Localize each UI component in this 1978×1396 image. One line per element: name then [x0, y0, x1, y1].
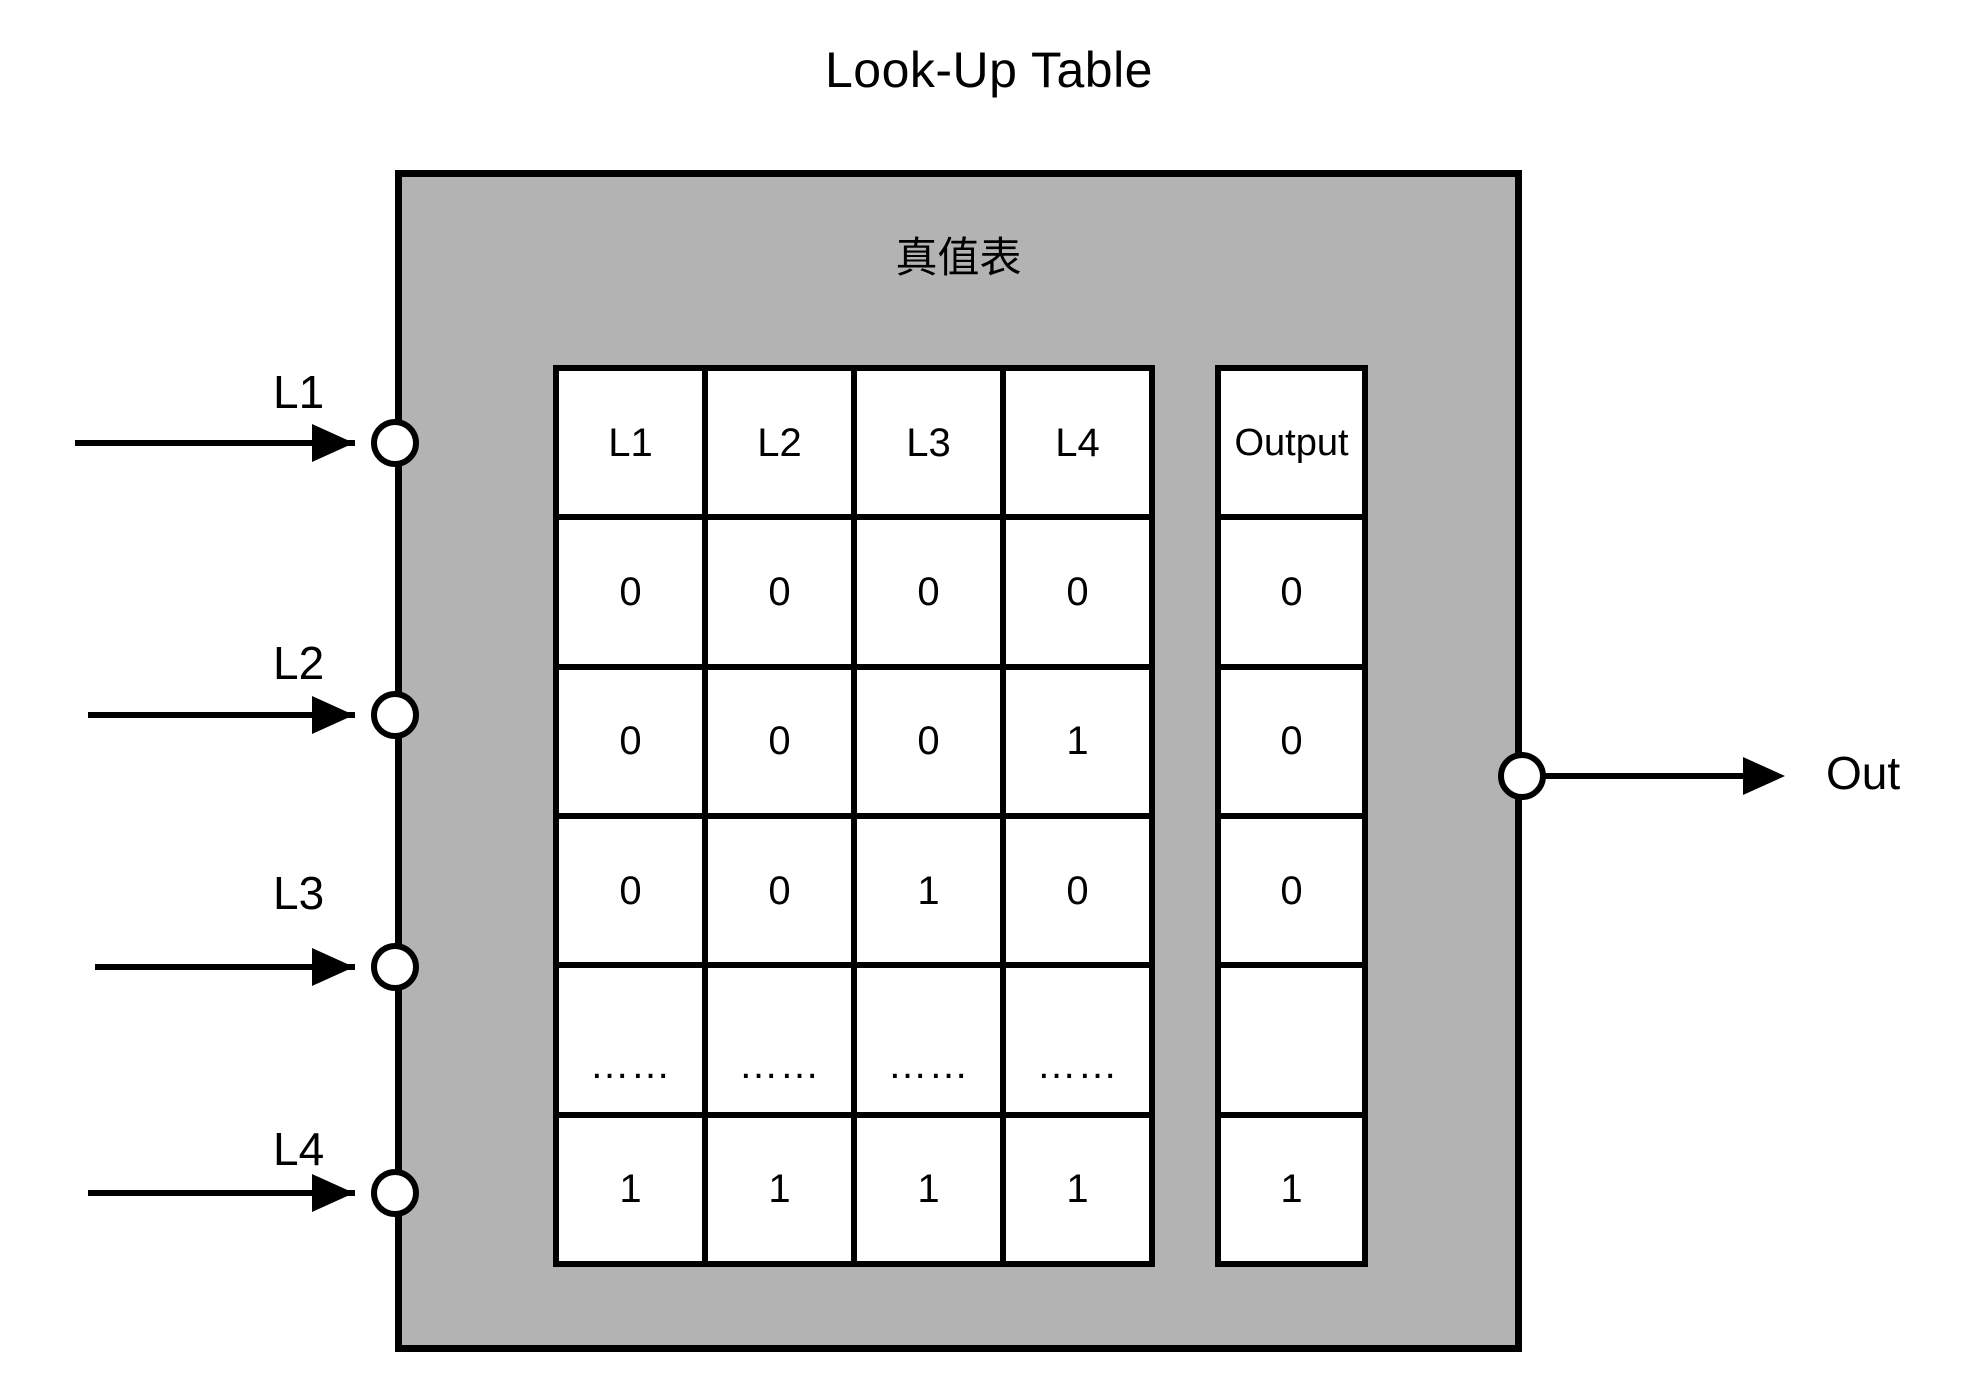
input-pin-l1[interactable] — [371, 419, 419, 467]
table-header-row: L1 L2 L3 L4 — [559, 371, 1149, 521]
column-header-l2: L2 — [708, 371, 857, 515]
input-label-l2: L2 — [273, 637, 325, 689]
output-wire — [1544, 773, 1774, 779]
cell-r3-c2: …… — [857, 968, 1006, 1112]
truth-table-inputs: L1 L2 L3 L4 0 0 0 0 0 0 0 1 0 0 1 0 — [553, 365, 1155, 1267]
table-row-ellipsis: …… …… …… …… — [559, 968, 1149, 1118]
cell-r3-c1: …… — [708, 968, 857, 1112]
column-header-output: Output — [1221, 371, 1362, 521]
table-row: 1 1 1 1 — [559, 1117, 1149, 1261]
output-pin-out[interactable] — [1498, 752, 1546, 800]
cell-r1-c1: 0 — [708, 669, 857, 813]
lut-caption: 真值表 — [895, 234, 1022, 281]
column-header-l1: L1 — [559, 371, 708, 515]
cell-r4-c0: 1 — [559, 1117, 708, 1261]
table-row: 0 0 1 0 — [559, 818, 1149, 969]
cell-r2-c0: 0 — [559, 818, 708, 963]
cell-r0-c2: 0 — [857, 520, 1006, 664]
truth-table: L1 L2 L3 L4 0 0 0 0 0 0 0 1 0 0 1 0 — [553, 365, 1368, 1267]
cell-r4-c1: 1 — [708, 1117, 857, 1261]
arrow-right-icon — [1743, 757, 1785, 795]
output-cell-r3 — [1221, 968, 1362, 1118]
input-wire-l3 — [95, 964, 355, 970]
page-title: Look-Up Table — [824, 42, 1153, 98]
output-label-out: Out — [1826, 747, 1901, 799]
cell-r2-c3: 0 — [1006, 818, 1149, 963]
output-cell-r1: 0 — [1221, 669, 1362, 819]
input-pin-l4[interactable] — [371, 1169, 419, 1217]
output-cell-r4: 1 — [1221, 1117, 1362, 1261]
input-wire-l2 — [88, 712, 355, 718]
cell-r0-c3: 0 — [1006, 520, 1149, 664]
input-wire-l1 — [75, 440, 355, 446]
cell-r0-c1: 0 — [708, 520, 857, 664]
cell-r2-c2: 1 — [857, 818, 1006, 963]
output-cell-r0: 0 — [1221, 520, 1362, 670]
column-header-l3: L3 — [857, 371, 1006, 515]
table-row: 0 0 0 0 — [559, 520, 1149, 670]
cell-r1-c0: 0 — [559, 669, 708, 813]
output-cell-r2: 0 — [1221, 818, 1362, 969]
cell-r4-c2: 1 — [857, 1117, 1006, 1261]
truth-table-output-column: Output 0 0 0 1 — [1215, 365, 1368, 1267]
input-wire-l4 — [88, 1190, 355, 1196]
cell-r4-c3: 1 — [1006, 1117, 1149, 1261]
cell-r3-c0: …… — [559, 968, 708, 1112]
input-label-l3: L3 — [273, 867, 325, 919]
column-header-l4: L4 — [1006, 371, 1149, 515]
cell-r2-c1: 0 — [708, 818, 857, 963]
input-pin-l2[interactable] — [371, 691, 419, 739]
cell-r1-c3: 1 — [1006, 669, 1149, 813]
cell-r0-c0: 0 — [559, 520, 708, 664]
arrow-right-icon — [312, 424, 354, 462]
arrow-right-icon — [312, 948, 354, 986]
table-row: 0 0 0 1 — [559, 669, 1149, 819]
input-label-l1: L1 — [273, 366, 325, 418]
table-column-gap — [1155, 365, 1215, 1267]
cell-r1-c2: 0 — [857, 669, 1006, 813]
input-label-l4: L4 — [273, 1123, 325, 1175]
arrow-right-icon — [312, 696, 354, 734]
arrow-right-icon — [312, 1174, 354, 1212]
cell-r3-c3: …… — [1006, 968, 1149, 1112]
input-pin-l3[interactable] — [371, 943, 419, 991]
